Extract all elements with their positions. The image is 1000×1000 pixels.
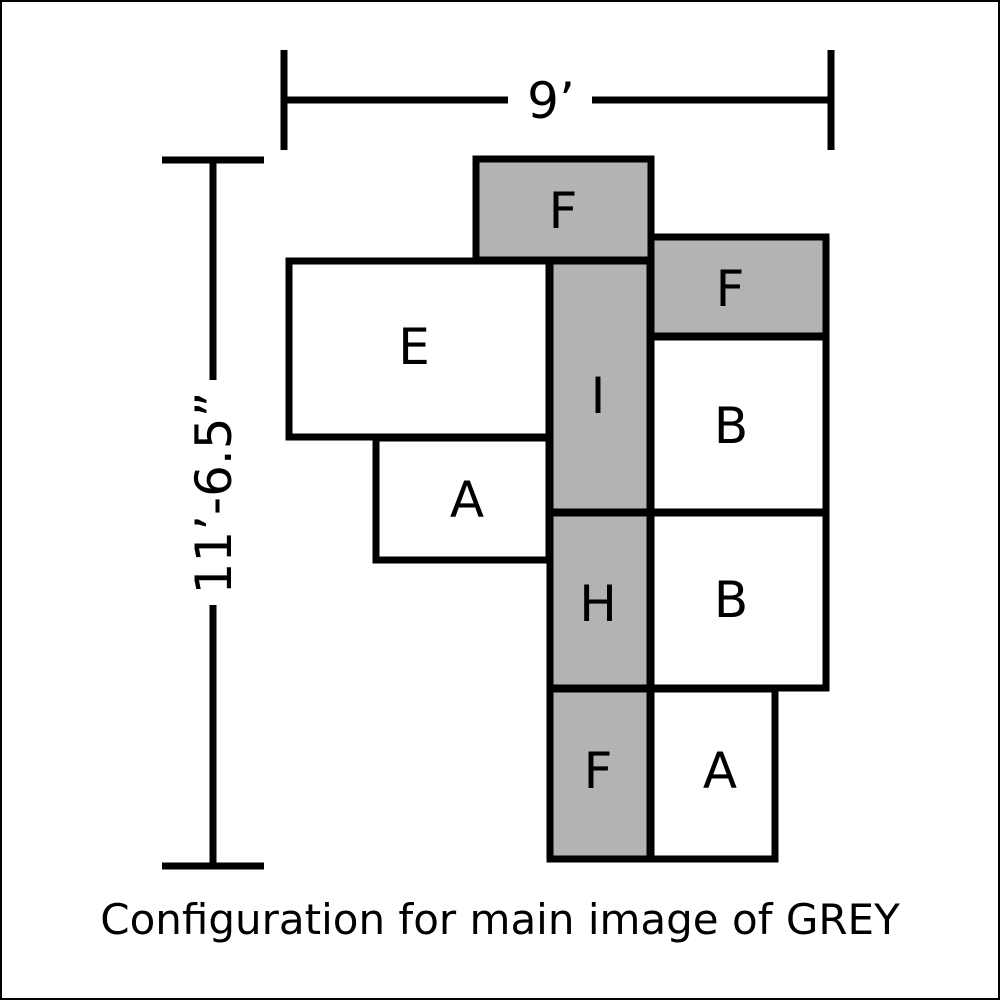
- tile-f-bottom: F: [546, 685, 654, 863]
- tile-a-bottom: A: [647, 685, 779, 863]
- tile-label: A: [703, 742, 737, 800]
- tile-label: F: [584, 742, 613, 800]
- tile-a-left: A: [372, 434, 553, 564]
- tile-label: B: [714, 397, 748, 455]
- tile-b-lower: B: [647, 509, 830, 692]
- tile-b-upper: B: [647, 333, 830, 516]
- tile-label: F: [716, 260, 745, 318]
- width-label: 9’: [527, 72, 575, 130]
- tile-i: I: [546, 257, 654, 516]
- tile-h: H: [546, 509, 654, 692]
- tile-label: B: [714, 571, 748, 629]
- tiles: F E I F B A H: [285, 155, 830, 863]
- height-dimension: 11’-6.5”: [162, 156, 264, 870]
- tile-label: F: [549, 182, 578, 240]
- tile-label: H: [579, 575, 617, 633]
- tile-label: A: [450, 471, 484, 529]
- tile-f-top: F: [472, 155, 655, 264]
- tile-label: I: [591, 367, 606, 425]
- tile-label: E: [398, 318, 430, 376]
- height-label: 11’-6.5”: [185, 392, 243, 595]
- tile-e: E: [285, 257, 553, 441]
- tile-f-right: F: [647, 233, 830, 340]
- diagram-caption: Configuration for main image of GREY: [100, 895, 900, 944]
- width-dimension: 9’: [280, 50, 835, 150]
